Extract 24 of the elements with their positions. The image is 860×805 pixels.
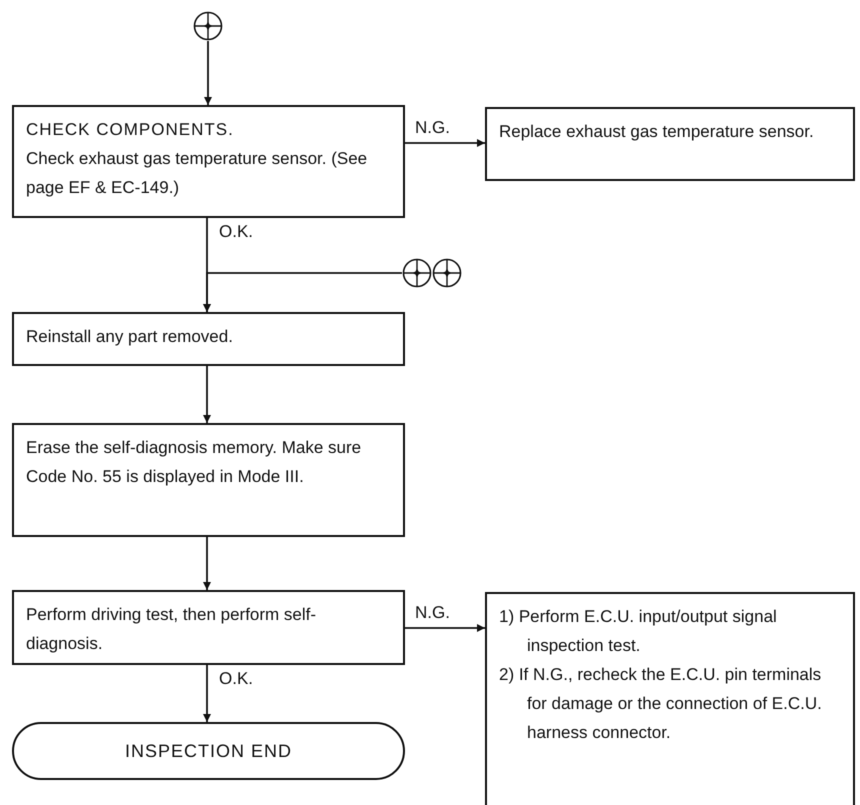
arrow: [405, 624, 485, 632]
arrow: [203, 272, 402, 312]
step-text: Erase the self-diagnosis memory. Make sure Code No. 55 is displayed in Mode III.: [26, 437, 362, 488]
step-text: 1) Perform E.C.U. input/output signal inspection test.: [499, 606, 778, 657]
process-box: [12, 105, 405, 218]
process-box: [12, 590, 405, 665]
step-text: 2) If N.G., recheck the E.C.U. pin terminals for damage or the connection of E.C.U. harness connector.: [499, 664, 823, 744]
arrow: [204, 41, 212, 105]
terminal-label: INSPECTION END: [124, 740, 292, 762]
step-text: Replace exhaust gas temperature sensor.: [499, 121, 815, 143]
step-text: Perform driving test, then perform self-diagnosis.: [26, 604, 318, 655]
arrow: [405, 139, 485, 147]
step-text: Check exhaust gas temperature sensor. (See page EF & EC-149.): [26, 148, 368, 199]
step-text: Reinstall any part removed.: [26, 326, 234, 348]
process-box: [12, 423, 405, 537]
arrow: [203, 366, 211, 423]
arrow: [203, 537, 211, 590]
remedy-box: [485, 592, 855, 805]
step-heading: CHECK COMPONENTS.: [26, 119, 235, 141]
connector-symbol: [193, 11, 223, 41]
double-connector-symbol: [402, 258, 462, 288]
process-box: [485, 107, 855, 181]
arrow: [203, 665, 211, 722]
process-box: [12, 312, 405, 366]
